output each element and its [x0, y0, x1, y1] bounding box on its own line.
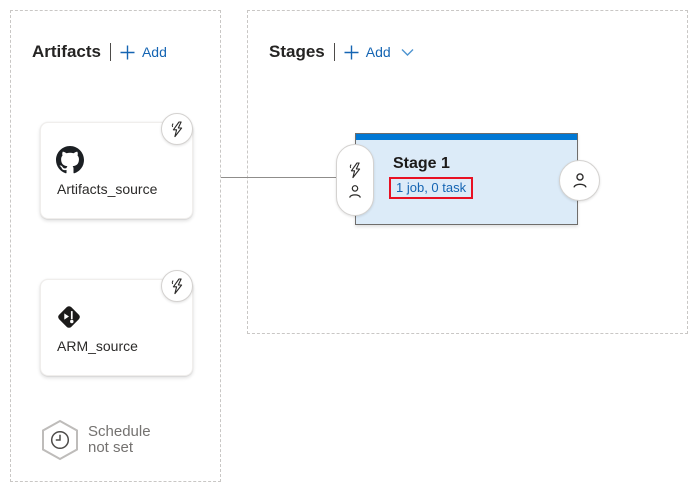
artifact-trigger-button[interactable] — [161, 113, 193, 145]
add-stage-button[interactable]: Add — [344, 44, 414, 60]
pre-deployment-conditions-button[interactable] — [336, 144, 374, 216]
trigger-lightning-icon — [348, 161, 362, 179]
artifacts-header: Artifacts Add — [32, 41, 167, 63]
person-icon — [347, 184, 363, 199]
artifacts-panel: Artifacts Add — [10, 10, 221, 482]
plus-icon — [344, 45, 359, 60]
header-separator — [333, 43, 335, 61]
trigger-lightning-icon — [170, 120, 184, 138]
schedule-button[interactable]: Schedule not set — [41, 419, 162, 461]
schedule-label: Schedule not set — [88, 422, 151, 456]
header-separator — [109, 43, 111, 61]
azure-repos-icon — [54, 302, 84, 332]
github-icon — [56, 146, 84, 174]
add-artifact-button[interactable]: Add — [120, 44, 167, 60]
post-deployment-conditions-button[interactable] — [559, 160, 600, 201]
stage-card[interactable]: Stage 1 1 job, 0 task — [355, 133, 578, 225]
plus-icon — [120, 45, 135, 60]
stage-jobs-link[interactable]: 1 job, 0 task — [389, 177, 474, 199]
artifacts-title: Artifacts — [32, 42, 101, 61]
trigger-lightning-icon — [170, 277, 184, 295]
add-artifact-label: Add — [141, 44, 167, 60]
person-icon — [571, 172, 589, 189]
artifact-name: ARM_source — [57, 338, 138, 354]
stage-title: Stage 1 — [393, 155, 450, 172]
stages-header: Stages Add — [269, 41, 414, 63]
artifact-name: Artifacts_source — [57, 181, 158, 197]
artifact-trigger-button[interactable] — [161, 270, 193, 302]
stages-title: Stages — [269, 42, 325, 61]
add-stage-label: Add — [365, 44, 391, 60]
chevron-down-icon — [401, 48, 414, 57]
clock-hexagon-icon — [41, 419, 79, 461]
artifact-stage-connector — [221, 177, 338, 178]
stage-status-bar — [356, 134, 577, 140]
